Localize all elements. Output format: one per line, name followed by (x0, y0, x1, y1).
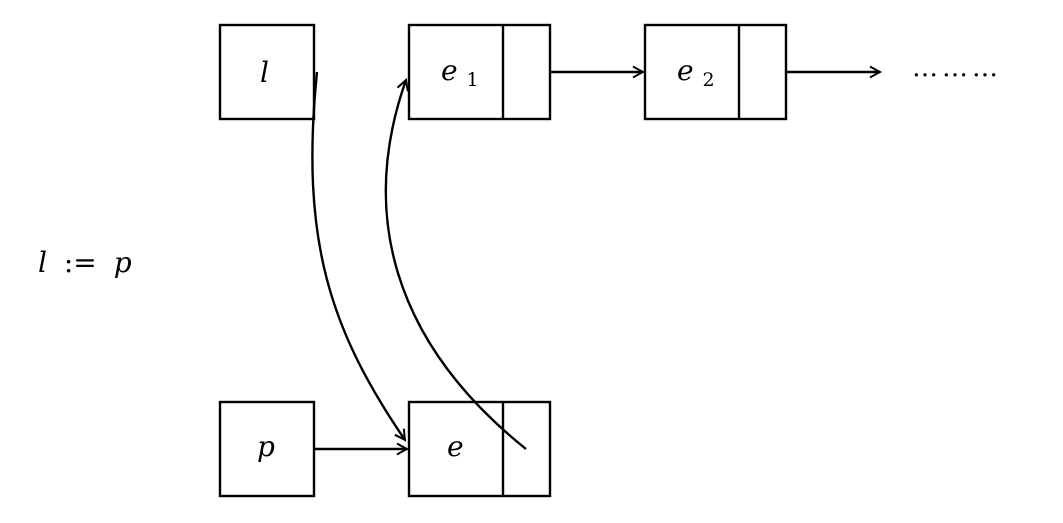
var-l-label: l (260, 56, 269, 89)
cell-e1-letter: e (441, 54, 458, 87)
assignment-operator: := (64, 246, 97, 279)
edge-e-to-e1 (384, 80, 527, 450)
cell-e1: e 1 (407, 23, 552, 121)
cell-e: e (407, 400, 552, 498)
assignment-lhs: l (38, 246, 47, 279)
continuation-dots: ……… (912, 53, 1002, 83)
edge-l-to-e (311, 71, 405, 440)
var-p-box: p (218, 400, 316, 498)
cell-e2-letter: e (677, 54, 694, 87)
cell-e2-label: e 2 (677, 54, 715, 91)
assignment-label: l := p (38, 246, 132, 279)
cell-e1-label: e 1 (441, 54, 479, 91)
var-l-box: l (218, 23, 316, 121)
cell-e2: e 2 (643, 23, 788, 121)
cell-e1-subscript: 1 (466, 69, 478, 91)
cell-e2-subscript: 2 (702, 69, 714, 91)
var-p-label: p (257, 430, 275, 463)
assignment-rhs: p (114, 246, 132, 279)
cell-e-label: e (447, 430, 464, 463)
